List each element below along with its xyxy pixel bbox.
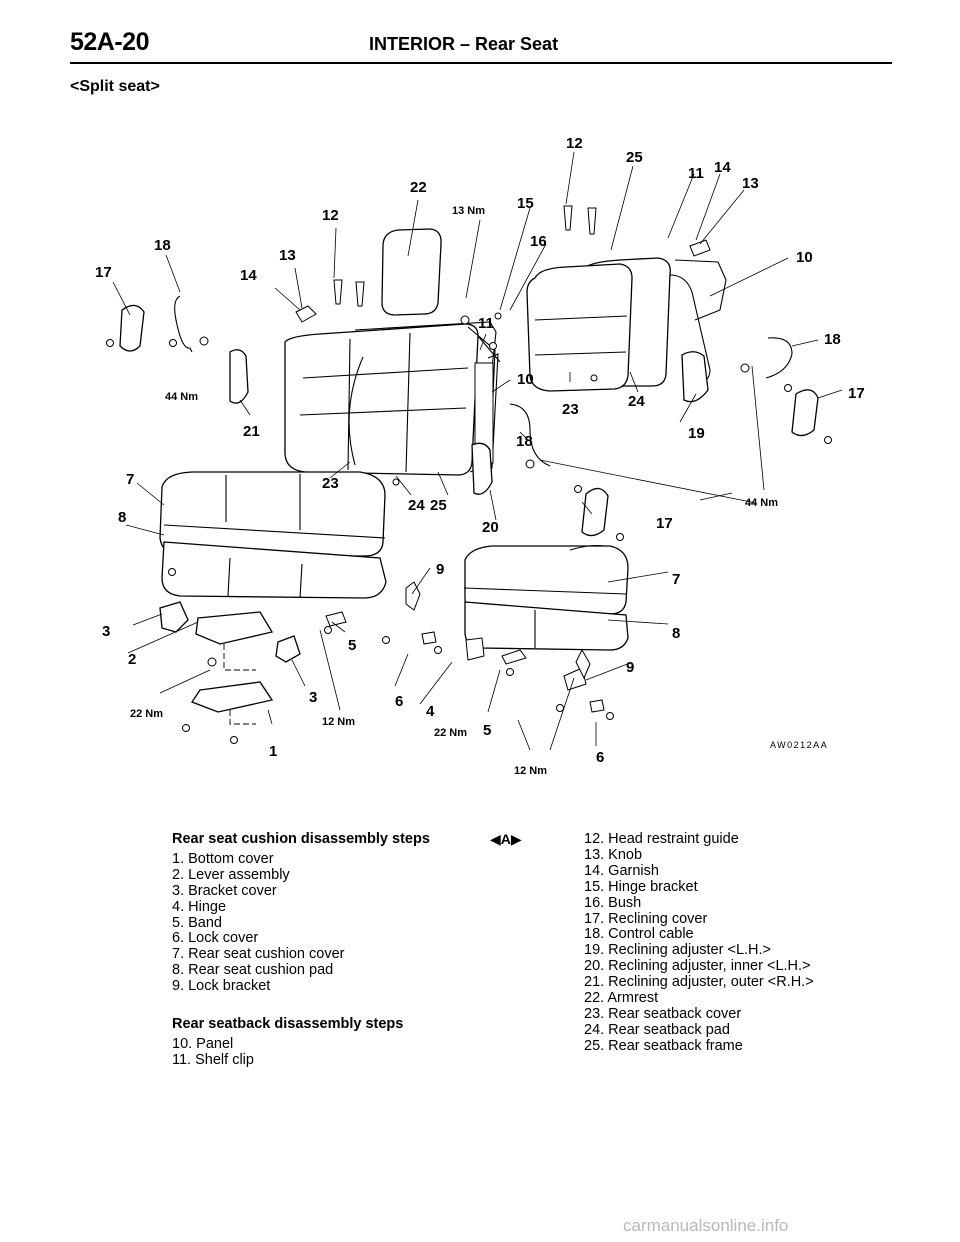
step-item: 16. Bush	[584, 894, 642, 911]
callout-number: 20	[482, 519, 499, 536]
callout-number: 10	[796, 249, 813, 266]
torque-label: 12 Nm	[514, 765, 547, 777]
step-item: 17. Reclining cover	[584, 910, 708, 927]
step-item: 25. Rear seatback frame	[584, 1037, 743, 1054]
callout-number: 17	[95, 264, 112, 281]
step-item: 23. Rear seatback cover	[584, 1005, 742, 1022]
callout-number: 18	[516, 433, 533, 450]
step-item: 8. Rear seat cushion pad	[172, 962, 334, 979]
torque-label: 13 Nm	[452, 205, 485, 217]
callout-number: 18	[154, 237, 171, 254]
figure-code: AW0212AA	[770, 740, 828, 750]
callout-number: 19	[688, 425, 705, 442]
callout-number: 18	[824, 331, 841, 348]
callout-number: 3	[309, 689, 317, 706]
callout-number: 9	[626, 659, 634, 676]
callout-number: 23	[562, 401, 579, 418]
step-item: 15. Hinge bracket	[584, 878, 698, 895]
step-item: 10. Panel	[172, 1035, 234, 1052]
step-item: 12. Head restraint guide	[584, 831, 739, 847]
step-item: 9. Lock bracket	[172, 978, 271, 995]
header-rule	[70, 62, 892, 64]
torque-labels: 44 Nm 44 Nm 13 Nm 22 Nm 22 Nm 12 Nm 12 N…	[130, 205, 778, 777]
callout-number: 22	[410, 179, 427, 196]
step-item: 7. Rear seat cushion cover	[172, 946, 345, 963]
callout-number: 5	[348, 637, 356, 654]
torque-label: 22 Nm	[130, 708, 163, 720]
section-subtitle: <Split seat>	[70, 78, 160, 95]
torque-label: 12 Nm	[322, 716, 355, 728]
callout-number: 2	[128, 651, 136, 668]
callout-number: 16	[530, 233, 547, 250]
callout-number: 10	[517, 371, 534, 388]
seatback-steps-continued: 12. Head restraint guide 13. Knob 14. Ga…	[584, 831, 914, 1055]
torque-label: 44 Nm	[745, 497, 778, 509]
step-item: 24. Rear seatback pad	[584, 1021, 730, 1038]
callout-number: 12	[566, 135, 583, 152]
callout-number: 7	[672, 571, 680, 588]
callout-number: 23	[322, 475, 339, 492]
step-item: 20. Reclining adjuster, inner <L.H.>	[584, 958, 811, 975]
callout-number: 7	[126, 471, 134, 488]
callout-number: 6	[395, 693, 403, 710]
callout-number: 12	[322, 207, 339, 224]
callout-number: 8	[118, 509, 126, 526]
callout-number: 6	[596, 749, 604, 766]
page-title: INTERIOR – Rear Seat	[369, 34, 559, 54]
step-item: 21. Reclining adjuster, outer <R.H.>	[584, 974, 814, 991]
callout-number: 25	[430, 497, 447, 514]
callout-number: 14	[240, 267, 257, 284]
callout-number: 21	[243, 423, 260, 440]
step-item: 19. Reclining adjuster <L.H.>	[584, 942, 771, 959]
cushion-steps: Rear seat cushion disassembly steps 1. B…	[172, 831, 492, 1069]
step-item: 6. Lock cover	[172, 930, 259, 947]
step-item: 13. Knob	[584, 846, 643, 863]
step-item: 4. Hinge	[172, 898, 227, 915]
callout-number: 11	[688, 165, 704, 182]
callout-number: 25	[626, 149, 643, 166]
callout-number: 17	[848, 385, 865, 402]
callout-number: 14	[714, 159, 731, 176]
callout-number: 9	[436, 561, 444, 578]
callout-number: 1	[269, 743, 277, 760]
step-item: 11. Shelf clip	[172, 1051, 254, 1068]
callout-number: 17	[656, 515, 673, 532]
callout-numbers: 12 25 11 14 13 22 15 12 16 10 18 13 17 1…	[95, 135, 865, 766]
callout-number: 11	[478, 315, 494, 332]
callout-number: 24	[408, 497, 425, 514]
diagram-drawing	[106, 151, 843, 751]
step-item: 14. Garnish	[584, 862, 659, 879]
watermark: carmanualsonline.info	[623, 1216, 789, 1235]
step-item: 5. Band	[172, 914, 222, 931]
page-number: 52A-20	[70, 28, 150, 56]
callout-number: 13	[742, 175, 759, 192]
seatback-steps-heading: Rear seatback disassembly steps	[172, 1016, 404, 1033]
torque-label: 22 Nm	[434, 727, 467, 739]
step-item: 1. Bottom cover	[172, 850, 274, 867]
callout-number: 4	[426, 703, 435, 720]
reference-mark: ◀A▶	[490, 831, 522, 847]
cushion-steps-heading: Rear seat cushion disassembly steps	[172, 831, 430, 847]
exploded-seat-diagram: 44 Nm 44 Nm 13 Nm 22 Nm 22 Nm 12 Nm 12 N…	[95, 135, 865, 777]
callout-number: 15	[517, 195, 534, 212]
callout-number: 3	[102, 623, 110, 640]
step-item: 2. Lever assembly	[172, 866, 290, 883]
callout-number: 24	[628, 393, 645, 410]
torque-label: 44 Nm	[165, 391, 198, 403]
step-item: 3. Bracket cover	[172, 882, 277, 899]
page-header: 52A-20 INTERIOR – Rear Seat	[70, 22, 892, 66]
callout-number: 13	[279, 247, 296, 264]
callout-number: 5	[483, 722, 491, 739]
step-item: 22. Armrest	[584, 990, 659, 1007]
callout-number: 8	[672, 625, 680, 642]
step-item: 18. Control cable	[584, 926, 694, 943]
